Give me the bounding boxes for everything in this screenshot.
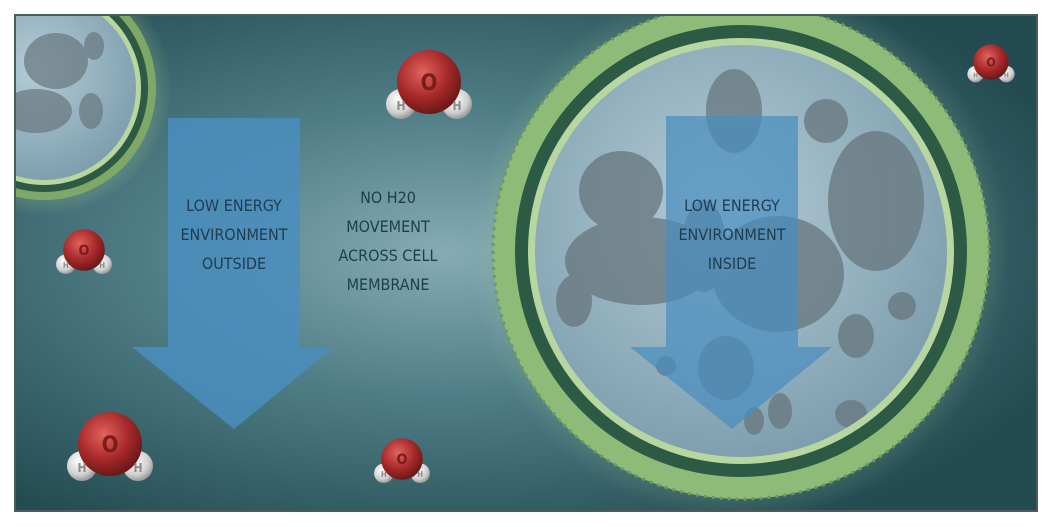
- left-cell: [16, 16, 172, 216]
- svg-text:O: O: [986, 55, 995, 69]
- water-molecule-4: O H H: [67, 412, 153, 481]
- svg-text:H: H: [381, 470, 387, 479]
- water-molecule-2: O H H: [967, 44, 1015, 83]
- arrow-inside: [630, 116, 832, 429]
- label-outside: LOW ENERGY ENVIRONMENT OUTSIDE: [180, 196, 287, 273]
- oxygen-atom: [78, 412, 142, 476]
- svg-text:H: H: [63, 261, 69, 270]
- oxygen-atom: [973, 44, 1009, 80]
- label-inside-line-2: ENVIRONMENT: [678, 225, 785, 244]
- svg-text:H: H: [77, 461, 86, 475]
- label-middle-line-3: ACROSS CELL: [339, 246, 438, 265]
- oxygen-atom: [397, 50, 461, 114]
- label-inside-line-1: LOW ENERGY: [684, 196, 780, 215]
- svg-text:H: H: [99, 261, 105, 270]
- diagram-canvas: LOW ENERGY ENVIRONMENT OUTSIDE NO H20 MO…: [16, 16, 1036, 510]
- oxygen-atom: [381, 438, 423, 480]
- label-middle-line-4: MEMBRANE: [347, 275, 430, 294]
- arrow-outside: [132, 118, 334, 429]
- svg-text:O: O: [421, 71, 438, 96]
- water-molecule-3: O H H: [56, 229, 112, 275]
- label-outside-line-3: OUTSIDE: [202, 254, 266, 273]
- svg-text:H: H: [417, 470, 423, 479]
- water-molecule-1: O H H: [386, 50, 472, 119]
- svg-text:H: H: [452, 99, 461, 113]
- svg-text:H: H: [973, 71, 978, 79]
- label-middle-line-2: MOVEMENT: [346, 217, 430, 236]
- label-outside-line-1: LOW ENERGY: [186, 196, 282, 215]
- svg-text:H: H: [396, 99, 405, 113]
- oxygen-atom: [63, 229, 105, 271]
- svg-text:O: O: [102, 433, 119, 458]
- water-molecule-5: O H H: [374, 438, 430, 484]
- diagram-panel: LOW ENERGY ENVIRONMENT OUTSIDE NO H20 MO…: [14, 14, 1038, 512]
- label-inside: LOW ENERGY ENVIRONMENT INSIDE: [678, 196, 785, 273]
- svg-text:O: O: [397, 452, 408, 468]
- svg-text:H: H: [1004, 71, 1009, 79]
- svg-text:O: O: [79, 243, 90, 259]
- label-middle-line-1: NO H20: [360, 188, 416, 207]
- label-outside-line-2: ENVIRONMENT: [180, 225, 287, 244]
- label-inside-line-3: INSIDE: [708, 254, 757, 273]
- svg-text:H: H: [133, 461, 142, 475]
- label-middle: NO H20 MOVEMENT ACROSS CELL MEMBRANE: [339, 188, 438, 294]
